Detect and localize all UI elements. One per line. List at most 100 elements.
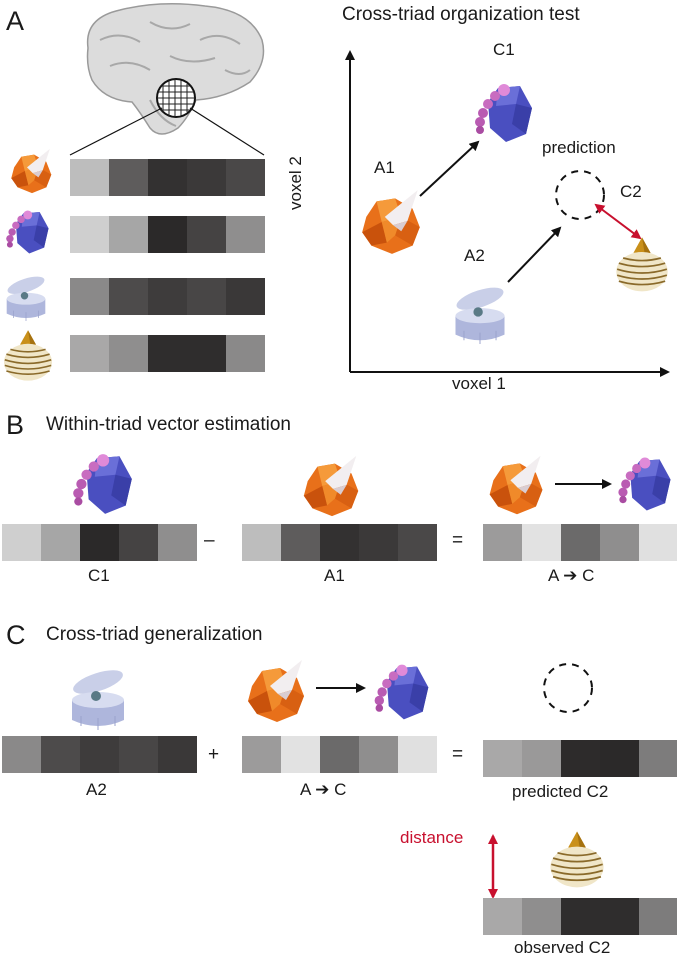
a1-point-icon [356, 186, 428, 258]
b-a1-icon [298, 452, 366, 520]
b-a-icon [484, 452, 550, 518]
c-a2-icon [62, 660, 134, 730]
c-strip-predicted-cell-5 [639, 740, 677, 777]
c-strip-vector-cell-1 [242, 736, 281, 773]
b-strip-a1-cell-2 [281, 524, 320, 561]
pattern-strip-a-4-cell-3 [148, 335, 187, 372]
c1-point-icon [468, 78, 538, 148]
b-strip-a1-cell-4 [359, 524, 398, 561]
hive-object-icon [0, 326, 56, 384]
label-prediction: prediction [542, 138, 616, 157]
pattern-strip-a-4 [70, 335, 265, 372]
pattern-strip-a-2-cell-1 [70, 216, 109, 253]
c-strip-observed-cell-3 [561, 898, 600, 935]
c-strip-predicted-cell-3 [561, 740, 600, 777]
panel-c-title: Cross-triad generalization [46, 624, 263, 645]
b-strip-c1-cell-2 [41, 524, 80, 561]
label-c1: C1 [493, 40, 515, 59]
panel-b-title: Within-triad vector estimation [46, 414, 291, 435]
pattern-strip-a-1-cell-3 [148, 159, 187, 196]
distance-arrow-a [594, 203, 642, 240]
pattern-strip-a-1-cell-1 [70, 159, 109, 196]
c-strip-a2 [2, 736, 197, 773]
c-strip-a2-cell-1 [2, 736, 41, 773]
vector-a2-prediction [507, 226, 562, 283]
y-axis-label: voxel 2 [286, 156, 305, 210]
pattern-strip-a-3-cell-1 [70, 278, 109, 315]
b-strip-c1-cell-5 [158, 524, 197, 561]
b-strip-vector-cell-2 [522, 524, 561, 561]
panel-a-letter: A [6, 6, 25, 36]
b-strip-c1-cell-4 [119, 524, 158, 561]
b-strip-c1-cell-3 [80, 524, 119, 561]
b-label-vector: A ➔ C [548, 566, 595, 585]
b-label-c1: C1 [88, 566, 110, 585]
c2-point-icon [610, 234, 674, 294]
c-strip-vector-cell-4 [359, 736, 398, 773]
pattern-strip-a-1-cell-4 [187, 159, 226, 196]
c-strip-a2-cell-4 [119, 736, 158, 773]
panel-a-title: Cross-triad organization test [342, 4, 580, 25]
b-strip-vector [483, 524, 677, 561]
blue-object-icon [1, 206, 53, 258]
pattern-strip-a-2-cell-5 [226, 216, 265, 253]
c-strip-predicted-cell-4 [600, 740, 639, 777]
c-strip-observed-cell-5 [639, 898, 677, 935]
label-a2: A2 [464, 246, 485, 265]
x-axis-label: voxel 1 [452, 374, 506, 393]
pattern-strip-a-1 [70, 159, 265, 196]
c-label-observed: observed C2 [514, 938, 611, 957]
pattern-strip-a-4-cell-5 [226, 335, 265, 372]
pattern-strip-a-2 [70, 216, 265, 253]
c-a-icon [242, 656, 312, 726]
b-strip-c1-cell-1 [2, 524, 41, 561]
c-label-predicted: predicted C2 [512, 782, 609, 801]
pattern-strip-a-2-cell-4 [187, 216, 226, 253]
panel-c-letter: C [6, 620, 26, 650]
pattern-strip-a-3-cell-4 [187, 278, 226, 315]
pattern-strip-a-4-cell-1 [70, 335, 109, 372]
b-label-a1: A1 [324, 566, 345, 585]
b-strip-vector-cell-4 [600, 524, 639, 561]
b-strip-a1-cell-3 [320, 524, 359, 561]
c-strip-predicted-cell-2 [522, 740, 561, 777]
c-c-icon [368, 658, 434, 726]
vector-a1-c1 [419, 140, 480, 197]
c-label-distance: distance [400, 828, 464, 847]
b-c1-icon [66, 448, 138, 520]
a2-point-icon [444, 278, 516, 344]
c-strip-a2-cell-5 [158, 736, 197, 773]
c-equals: = [452, 744, 464, 765]
b-equals: = [452, 530, 464, 551]
b-strip-vector-cell-1 [483, 524, 522, 561]
c-strip-vector-cell-3 [320, 736, 359, 773]
c-hive-icon [546, 828, 608, 890]
c-prediction-circle [543, 663, 593, 713]
pattern-strip-a-1-cell-2 [109, 159, 148, 196]
pattern-strip-a-4-cell-2 [109, 335, 148, 372]
b-c-icon [612, 450, 676, 518]
b-strip-a1-cell-1 [242, 524, 281, 561]
c-strip-predicted [483, 740, 677, 777]
b-strip-c1 [2, 524, 197, 561]
brain-image [69, 3, 265, 156]
label-a1: A1 [374, 158, 395, 177]
c-plus: + [208, 744, 220, 765]
pattern-strip-a-2-cell-3 [148, 216, 187, 253]
prediction-circle [555, 170, 605, 220]
c-strip-vector-cell-5 [398, 736, 437, 773]
b-strip-a1-cell-5 [398, 524, 437, 561]
panel-b-letter: B [6, 410, 25, 440]
pattern-strip-a-1-cell-5 [226, 159, 265, 196]
b-minus: – [204, 530, 215, 551]
c-strip-observed-cell-2 [522, 898, 561, 935]
pattern-strip-a-3-cell-3 [148, 278, 187, 315]
pattern-strip-a-3 [70, 278, 265, 315]
c-strip-observed-cell-1 [483, 898, 522, 935]
pattern-strip-a-4-cell-4 [187, 335, 226, 372]
c-label-a2: A2 [86, 780, 107, 799]
c-strip-vector-cell-2 [281, 736, 320, 773]
label-c2: C2 [620, 182, 642, 201]
c-strip-observed [483, 898, 677, 935]
